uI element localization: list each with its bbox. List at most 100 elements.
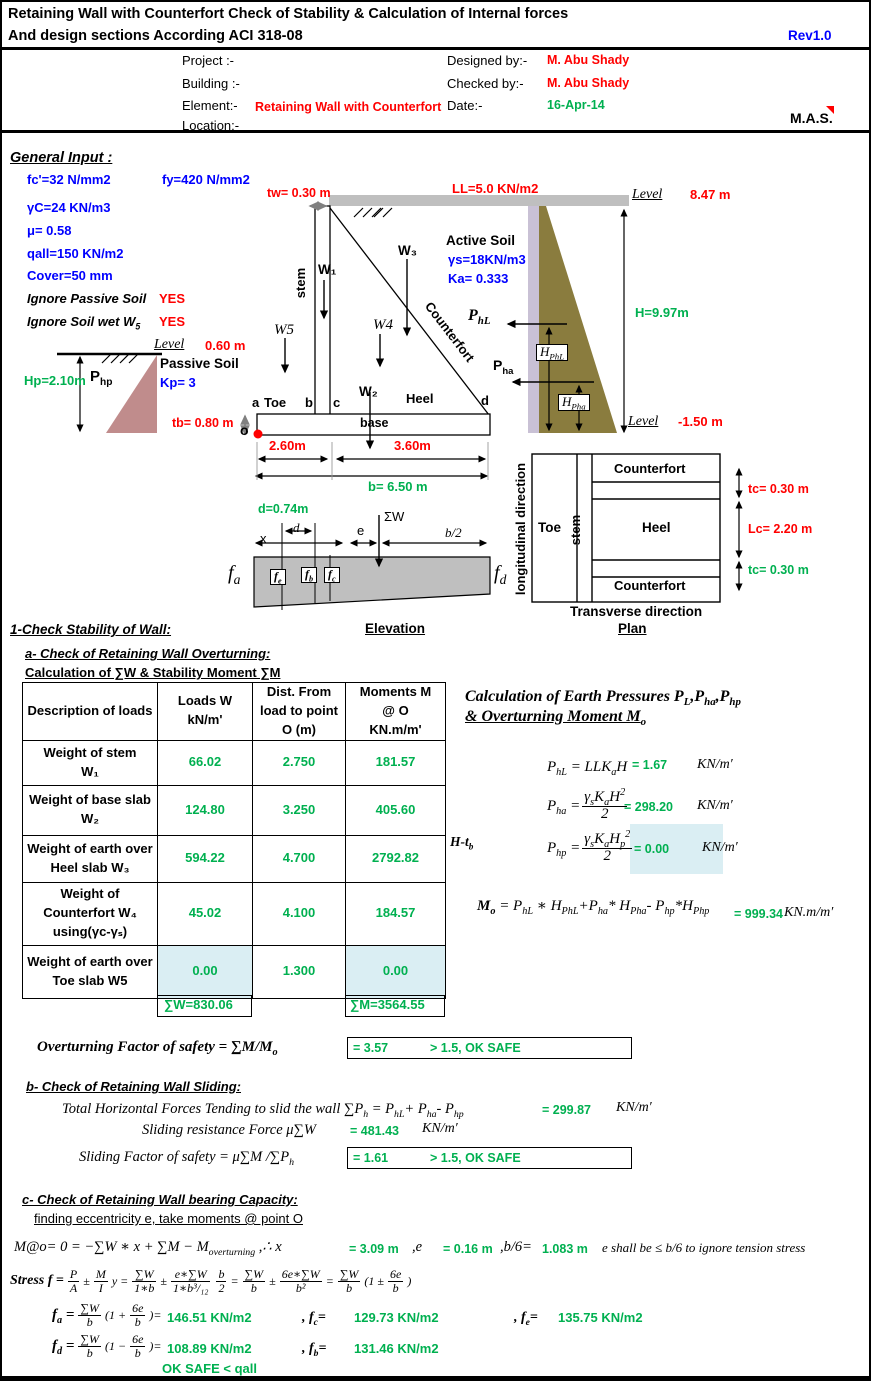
hphl-dim-label: HPhL [536,344,569,361]
sum-w-value: ∑W=830.06 [164,997,233,1012]
ground-hatch-active [353,207,393,218]
checked-by-value[interactable]: M. Abu Shady [547,76,630,90]
pressure-diagram [528,206,617,433]
point-b: b [305,395,313,410]
sliding-heading: b- Check of Retaining Wall Sliding: [26,1079,241,1094]
php-force-label: Php [90,368,113,388]
input-cover[interactable]: Cover=50 mm [27,268,113,283]
element-value[interactable]: Retaining Wall with Counterfort [255,100,442,114]
element-label: Element:- [182,98,238,113]
gamma-s-value[interactable]: γs=18KN/m3 [448,252,526,267]
sliding-forces-formula: Total Horizontal Forces Tending to slid … [62,1101,464,1120]
dim-toe-width[interactable]: 2.60m [269,438,306,453]
transverse-direction-label: Transverse direction [570,604,703,619]
designed-by-label: Designed by:- [447,53,528,68]
level-top-value[interactable]: 8.47 m [690,187,731,202]
sliding-forces-value: = 299.87 [542,1103,592,1117]
dim-base-width: b= 6.50 m [368,479,428,494]
fd-value: 108.89 KN/m2 [167,1341,252,1356]
checked-by-label: Checked by:- [447,76,524,91]
plan-view [531,453,721,603]
toe-label: Toe [264,395,287,410]
ignore-passive-value[interactable]: YES [159,291,186,306]
input-gamma-c[interactable]: γC=24 KN/m3 [27,200,111,215]
kp-value[interactable]: Kp= 3 [160,375,196,390]
location-label: Location:- [182,118,240,133]
hpha-dim-label: HPha [558,394,590,411]
rule-under-header [2,130,869,133]
plan-counterfort-top: Counterfort [614,461,686,476]
input-fy[interactable]: fy=420 N/mm2 [162,172,250,187]
bearing-heading: c- Check of Retaining Wall bearing Capac… [22,1192,298,1207]
signature: M.A.S. [790,110,833,126]
w1-label: W₁ [318,262,337,277]
heel-label: Heel [406,391,434,406]
dim-tc-top[interactable]: tc= 0.30 m [748,482,809,496]
fb-label: , fb= [302,1341,327,1359]
dim-lc[interactable]: Lc= 2.20 m [748,522,813,536]
level-top-label: Level [632,187,663,202]
plan-toe: Toe [538,520,561,535]
sum-m-value: ∑M=3564.55 [350,997,425,1012]
general-input-heading: General Input : [10,150,113,166]
level-bottom-value[interactable]: -1.50 m [678,414,723,429]
x-value: = 3.09 m [349,1242,399,1256]
mo-unit: KN.m/m′ [784,905,834,920]
dim-ll[interactable]: LL=5.0 KN/m2 [452,181,539,196]
e-value: = 0.16 m [443,1242,493,1256]
sum-m-cell: ∑M=3564.55 [345,995,445,1017]
ignore-soil-wet-value[interactable]: YES [159,314,186,329]
gray-arrows [240,201,328,436]
input-fc[interactable]: fc'=32 N/mm2 [27,172,111,187]
dim-heel-width[interactable]: 3.60m [394,438,431,453]
sliding-resistance-value: = 481.43 [350,1124,400,1138]
fd-stress-label: fd [494,562,507,587]
w2-label: W₂ [359,384,378,399]
longitudinal-direction-label: longitudinal direction [513,462,528,596]
overturning-fos-value: = 3.57 [353,1041,389,1055]
counterfort-edge [329,207,490,416]
sliding-resistance-label: Sliding resistance Force μ∑W [142,1122,316,1138]
fa-value: 146.51 KN/m2 [167,1310,252,1325]
revision-label: Rev1.0 [788,28,832,43]
mo-formula: Mo = PhL ∗ HPhL+Pha* HPha- Php*HPhp [477,898,710,917]
fb-value: 131.46 KN/m2 [354,1341,439,1356]
point-o-marker [253,429,263,439]
fe-label: , fe= [514,1310,538,1328]
passive-side [57,352,162,433]
input-mu[interactable]: μ= 0.58 [27,223,72,238]
designed-by-value[interactable]: M. Abu Shady [547,53,630,67]
dim-tb[interactable]: tb= 0.80 m [172,416,234,430]
php-highlight [630,824,723,874]
phl-formula: PhL = LLKaH [547,759,628,778]
moment-at-o-formula: M@o= 0 = −∑W ∗ x + ∑M − Moverturning ,∴ … [14,1239,282,1258]
dim-tc-bottom: tc= 0.30 m [748,563,809,577]
e-dim-label: e [357,523,365,538]
load-arrows [280,259,594,450]
section1-heading: 1-Check Stability of Wall: [10,622,172,637]
sliding-fos-box [347,1147,632,1169]
dim-d: d=0.74m [258,502,309,516]
mo-result: = 999.34 [734,907,784,921]
plan-counterfort-bottom: Counterfort [614,578,686,593]
dim-tw[interactable]: tw= 0.30 m [267,186,331,200]
php-result: = 0.00 [634,842,670,856]
page-title-line2: And design sections According ACI 318-08 [8,28,303,44]
ka-value[interactable]: Ka= 0.333 [448,271,509,286]
level-mid-value[interactable]: 0.60 m [205,338,246,353]
project-label: Project :- [182,53,235,68]
level-mid-label: Level [154,337,185,352]
date-value[interactable]: 16-Apr-14 [547,98,605,112]
b6-value: 1.083 m [542,1242,588,1256]
input-qall[interactable]: qall=150 KN/m2 [27,246,124,261]
